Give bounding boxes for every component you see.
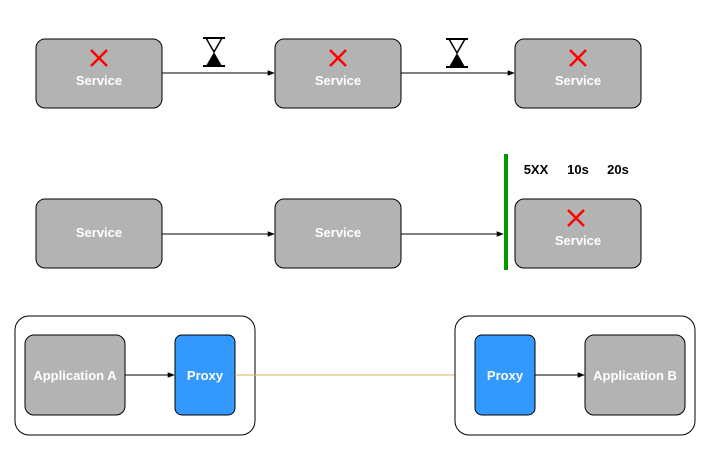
service-node: Service [35,38,163,109]
breaker-label-errors: 5XX [524,162,549,177]
hourglass-icon [203,37,225,67]
proxy-b-label: Proxy [487,368,524,383]
error-x-icon [329,49,347,67]
hourglass-icon [446,38,468,68]
proxy-a-node: Proxy [174,334,236,416]
service-node: Service [274,38,402,109]
service-node: Service [35,198,163,269]
row-sidecar-proxies: Application A Proxy Proxy Application B [14,315,696,436]
service-label: Service [555,233,601,248]
service-label: Service [76,73,122,88]
row-circuit-breaker: Service Service 5XX 10s 20s Service [35,154,642,270]
breaker-label-ejection: 20s [607,162,629,177]
error-x-icon [567,209,585,227]
service-label: Service [76,225,122,240]
proxy-b-node: Proxy [474,334,536,416]
application-a-label: Application A [33,368,117,383]
service-node: Service [514,38,642,109]
row-retry-timeouts: Service Service [35,37,642,109]
error-x-icon [569,49,587,67]
pod-container-a: Application A Proxy [14,315,256,436]
service-node: Service [274,198,402,269]
service-label: Service [315,73,361,88]
application-b-node: Application B [584,334,686,416]
breaker-label-interval: 10s [567,162,589,177]
service-label: Service [555,73,601,88]
application-b-label: Application B [593,368,677,383]
proxy-a-label: Proxy [187,368,224,383]
application-a-node: Application A [24,334,126,416]
service-node: Service [514,198,642,269]
service-label: Service [315,225,361,240]
pod-container-b: Proxy Application B [454,315,696,436]
error-x-icon [90,49,108,67]
